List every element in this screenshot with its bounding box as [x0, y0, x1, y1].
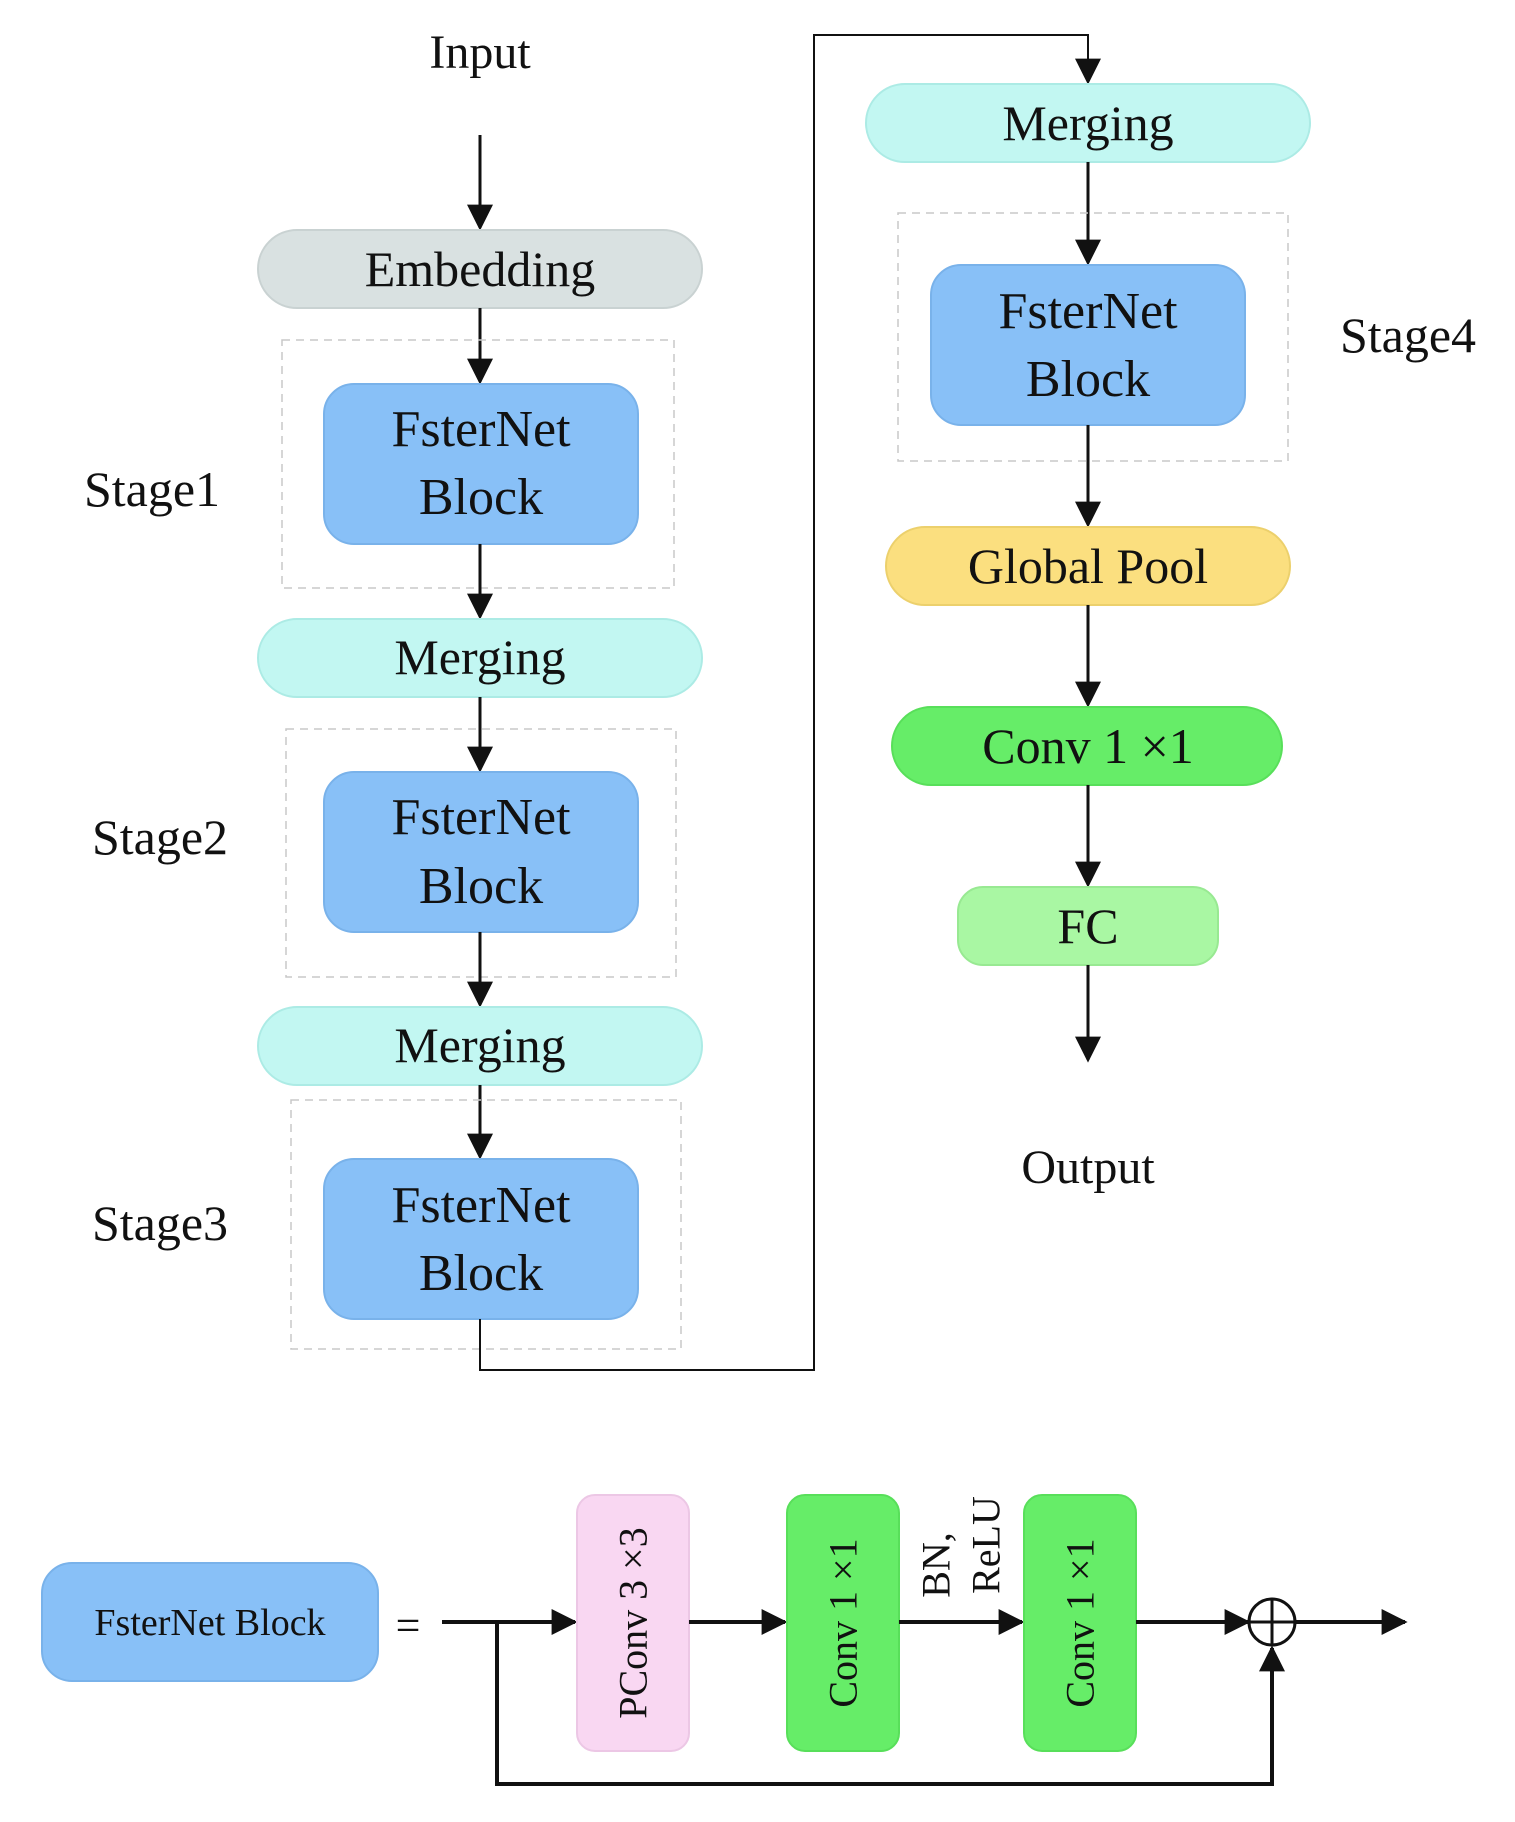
- stage1-block-line1: FsterNet: [391, 401, 571, 458]
- merging-label-3: Merging: [1002, 95, 1173, 151]
- stage1-block-line2: Block: [419, 469, 543, 526]
- stage1-label: Stage1: [84, 461, 220, 517]
- global-pool-node: Global Pool: [885, 526, 1291, 606]
- merging-node-1: Merging: [257, 618, 703, 698]
- conv-label: Conv 1 ×1: [982, 718, 1194, 774]
- global-pool-label: Global Pool: [968, 538, 1208, 594]
- stage4-fsternet-block: FsterNet Block: [930, 264, 1246, 426]
- merging-node-2: Merging: [257, 1006, 703, 1086]
- add-operator-icon: [1247, 1597, 1297, 1647]
- fc-node: FC: [957, 886, 1219, 966]
- conv-node: Conv 1 ×1: [891, 706, 1283, 786]
- legend-block-box: [41, 1562, 379, 1682]
- fc-label: FC: [1057, 898, 1118, 954]
- bn-label: BN,: [914, 1532, 959, 1598]
- embedding-node: Embedding: [257, 229, 703, 309]
- stage4-block-line2: Block: [1026, 351, 1150, 408]
- stage2-block-line1: FsterNet: [391, 789, 571, 846]
- residual-skip-connection: [495, 1622, 1285, 1786]
- conv-a-node: Conv 1 ×1: [786, 1494, 900, 1752]
- pconv-node: PConv 3 ×3: [576, 1494, 690, 1752]
- merging-label-1: Merging: [394, 629, 565, 685]
- conv-b-label: Conv 1 ×1: [1058, 1538, 1103, 1707]
- conv-b-node: Conv 1 ×1: [1023, 1494, 1137, 1752]
- fsternet-block-legend: FsterNet Block: [41, 1562, 379, 1682]
- stage4-label: Stage4: [1340, 307, 1476, 363]
- stage3-label: Stage3: [92, 1195, 228, 1251]
- input-label: Input: [429, 26, 531, 79]
- stage3-block-line2: Block: [419, 1245, 543, 1302]
- stage1-fsternet-block: FsterNet Block: [323, 383, 639, 545]
- pconv-label: PConv 3 ×3: [611, 1527, 656, 1718]
- stage3-region: [290, 1099, 682, 1350]
- stage2-fsternet-block: FsterNet Block: [323, 771, 639, 933]
- stage2-label: Stage2: [92, 809, 228, 865]
- stage4-region: [897, 212, 1289, 462]
- merging-node-3: Merging: [865, 83, 1311, 163]
- embedding-label: Embedding: [365, 241, 596, 297]
- relu-label: ReLU: [964, 1496, 1009, 1594]
- merging-label-2: Merging: [394, 1017, 565, 1073]
- equals-sign: =: [396, 1601, 421, 1650]
- output-label: Output: [1021, 1141, 1155, 1194]
- stage3-block-line1: FsterNet: [391, 1177, 571, 1234]
- stage4-block-line1: FsterNet: [998, 283, 1178, 340]
- stage3-fsternet-block: FsterNet Block: [323, 1158, 639, 1320]
- stage1-region: [281, 339, 675, 589]
- connector-stage3-to-merging3: [479, 34, 1101, 1371]
- conv-a-label: Conv 1 ×1: [821, 1538, 866, 1707]
- legend-block-label: FsterNet Block: [94, 1602, 325, 1644]
- stage2-block-line2: Block: [419, 858, 543, 915]
